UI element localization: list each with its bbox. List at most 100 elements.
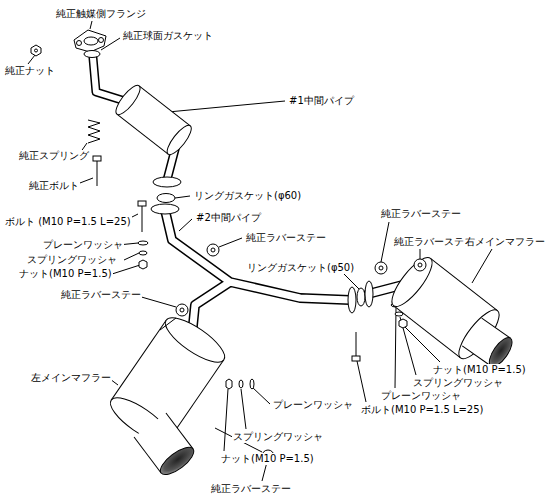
resonator bbox=[117, 114, 168, 154]
left-muffler bbox=[166, 413, 193, 449]
right-muffler bbox=[462, 318, 516, 370]
leader-lines bbox=[28, 21, 492, 481]
bolt-set bbox=[226, 379, 232, 389]
leader-lines bbox=[241, 389, 246, 429]
spring-and-bolt bbox=[97, 160, 98, 186]
flanges bbox=[151, 177, 373, 313]
part-label: 純正球面ガスケット bbox=[122, 30, 214, 42]
leader-lines bbox=[90, 21, 92, 29]
flanges bbox=[365, 281, 373, 307]
bolt-set bbox=[250, 379, 254, 389]
hardware-label: スプリングワッシャ bbox=[26, 254, 118, 266]
leader-lines bbox=[219, 238, 242, 247]
cat-flange bbox=[35, 49, 38, 52]
hardware-label: プレーンワッシャ bbox=[42, 239, 124, 251]
bolt-set bbox=[352, 356, 360, 361]
right-muffler bbox=[462, 346, 491, 366]
cat-flange bbox=[84, 37, 98, 45]
bolt-set bbox=[239, 380, 243, 388]
bolt-set bbox=[356, 332, 357, 358]
hardware-label: ナット(M10 P=1.5) bbox=[432, 364, 527, 376]
bolt-set bbox=[139, 251, 147, 255]
left-muffler bbox=[134, 413, 198, 479]
resonator bbox=[163, 122, 195, 158]
leader-lines bbox=[179, 219, 192, 231]
left-muffler bbox=[159, 310, 230, 369]
hardware-label: スプリングワッシャ bbox=[232, 431, 324, 443]
cat-flange bbox=[31, 30, 106, 58]
right-muffler bbox=[386, 252, 517, 370]
hardware-label: スプリングワッシャ bbox=[412, 377, 504, 389]
rubber-stays bbox=[414, 259, 426, 271]
right-muffler bbox=[430, 258, 497, 310]
left-muffler bbox=[111, 320, 166, 400]
flanges bbox=[151, 204, 179, 214]
leader-lines bbox=[175, 196, 190, 198]
part-label: 純正ラバーステー bbox=[210, 483, 292, 495]
rubber-stays bbox=[176, 304, 188, 316]
left-muffler bbox=[134, 437, 161, 473]
rubber-stays bbox=[160, 244, 426, 462]
rubber-stays bbox=[375, 262, 387, 274]
part-label: #2中間パイプ bbox=[195, 212, 262, 224]
leader-lines bbox=[252, 387, 270, 404]
nut bbox=[31, 45, 41, 56]
part-label: 純正ボルト bbox=[28, 180, 80, 192]
cat-flange bbox=[77, 41, 82, 46]
leader-lines bbox=[472, 249, 492, 283]
ring-gasket bbox=[157, 194, 175, 203]
rubber-stays bbox=[379, 266, 383, 270]
part-label: リングガスケット(φ60) bbox=[193, 190, 302, 202]
leader-lines bbox=[28, 55, 35, 64]
hardware-label: プレーンワッシャ bbox=[380, 390, 462, 402]
hardware-label: ボルト(M10 P=1.5 L=25) bbox=[360, 404, 485, 416]
part-label: 純正ラバーステー bbox=[393, 236, 475, 248]
leader-lines bbox=[400, 317, 416, 375]
spring-and-bolt bbox=[88, 120, 100, 143]
bolt-set bbox=[138, 241, 148, 245]
rubber-stays bbox=[160, 318, 176, 330]
part-label: #1中間パイプ bbox=[288, 95, 355, 107]
left-muffler bbox=[156, 443, 198, 480]
bolt-set bbox=[399, 319, 407, 328]
hardware-label: プレーンワッシャ bbox=[272, 399, 354, 411]
flanges bbox=[153, 177, 181, 187]
leader-lines bbox=[381, 222, 389, 262]
right-muffler bbox=[386, 252, 439, 312]
leader-lines bbox=[124, 253, 139, 260]
rubber-stays bbox=[207, 244, 219, 256]
flanges bbox=[348, 287, 356, 313]
part-label: 純正ラバーステー bbox=[380, 208, 462, 220]
cat-flange bbox=[74, 30, 106, 52]
rubber-stays bbox=[418, 263, 422, 267]
spring-and-bolt bbox=[93, 156, 101, 161]
cat-flange bbox=[99, 38, 104, 43]
rubber-stays bbox=[180, 308, 184, 312]
bolt-set bbox=[139, 260, 147, 269]
leader-lines bbox=[420, 249, 421, 259]
hardware-label: ボルト (M10 P=1.5 L=25) bbox=[4, 216, 132, 228]
resonator bbox=[112, 82, 195, 158]
spherical-gasket bbox=[84, 51, 100, 58]
resonator bbox=[139, 86, 190, 126]
leader-lines bbox=[168, 101, 285, 112]
hardware-label: ナット(M10 P=1.5) bbox=[18, 268, 113, 280]
pipes bbox=[93, 58, 128, 102]
right-muffler bbox=[394, 306, 461, 358]
rubber-stays bbox=[211, 248, 215, 252]
part-label: 純正スプリング bbox=[18, 150, 90, 162]
ring-gasket bbox=[357, 288, 365, 306]
part-label: 純正ラバーステー bbox=[245, 232, 327, 244]
part-label: 純正触媒側フランジ bbox=[55, 8, 147, 20]
leader-lines bbox=[112, 265, 140, 274]
part-label: 純正ナット bbox=[4, 65, 56, 77]
part-label: 純正ラバーステー bbox=[60, 289, 142, 301]
hardware-label: ナット(M10 P=1.5) bbox=[220, 453, 315, 465]
part-label: 左メインマフラー bbox=[30, 372, 112, 384]
part-label: 右メインマフラー bbox=[464, 236, 546, 248]
leader-lines bbox=[357, 361, 366, 402]
bolt-set bbox=[138, 201, 146, 206]
bolt-set bbox=[142, 205, 143, 232]
